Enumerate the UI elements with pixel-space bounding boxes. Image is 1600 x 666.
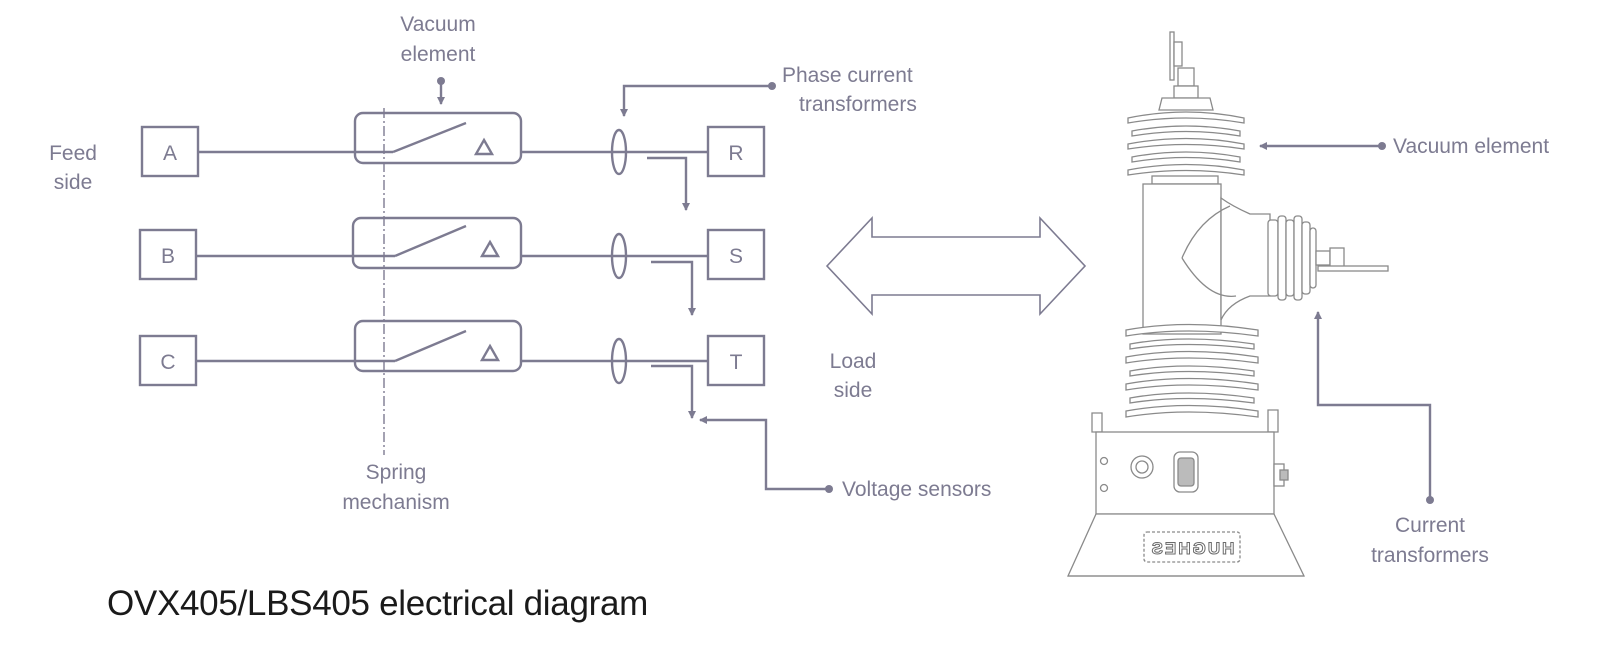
feed-terminal-b xyxy=(138,228,198,281)
feed-letter-c: C xyxy=(160,351,175,374)
voltage-sensor-lead-a xyxy=(647,156,690,211)
feed-letter-a: A xyxy=(163,142,177,165)
recloser-device-illustration xyxy=(1066,31,1389,577)
load-terminal-t xyxy=(706,334,766,387)
upper-insulator-sheds xyxy=(1127,111,1245,185)
vacuum-interrupter-a xyxy=(353,111,523,165)
voltage-sensors-pointer xyxy=(699,416,833,493)
current-transformers-pointer xyxy=(1314,311,1434,504)
load-side-label-line1: Load xyxy=(830,350,877,373)
vacuum-element-right-pointer xyxy=(1259,142,1386,150)
load-letter-r: R xyxy=(728,142,743,165)
switch-blade-c xyxy=(394,329,467,363)
switch-blade-b xyxy=(394,224,467,258)
voltage-sensor-lead-c xyxy=(651,364,696,419)
current-transformer-b xyxy=(610,232,628,280)
load-terminal-s xyxy=(706,228,766,281)
phase-row-a xyxy=(140,111,766,211)
load-letter-t: T xyxy=(730,351,743,374)
vacuum-interrupter-b xyxy=(351,216,523,270)
feed-letter-b: B xyxy=(161,245,175,268)
phase-row-b xyxy=(138,216,766,316)
spring-mechanism-label-line2: mechanism xyxy=(342,491,449,514)
switch-blade-a xyxy=(392,121,467,154)
voltage-sensor-lead-b xyxy=(651,260,696,316)
spring-mechanism-label-line1: Spring xyxy=(366,461,427,484)
voltage-sensors-label: Voltage sensors xyxy=(842,478,991,501)
diagram-caption: OVX405/LBS405 electrical diagram xyxy=(107,584,648,623)
phase-ct-label-line2: transformers xyxy=(799,93,917,116)
phase-ct-label-line1: Phase current xyxy=(782,64,913,87)
triangle-symbol-a xyxy=(473,137,495,156)
triangle-symbol-c xyxy=(479,343,501,362)
double-arrow-icon xyxy=(825,215,1087,317)
current-transformers-label-line1: Current xyxy=(1395,514,1465,537)
phase-ct-pointer xyxy=(620,82,776,117)
feed-side-label-line1: Feed xyxy=(49,142,97,165)
current-transformer-a xyxy=(610,128,628,176)
lower-insulator-sheds xyxy=(1125,323,1259,418)
vacuum-element-label-line2: element xyxy=(401,43,476,66)
device-brand-text: HUGHES xyxy=(1150,539,1235,558)
vacuum-element-pointer xyxy=(437,77,445,105)
vacuum-interrupter-c xyxy=(353,319,523,373)
vacuum-element-right-label: Vacuum element xyxy=(1393,135,1549,158)
load-side-label-line2: side xyxy=(834,379,873,402)
current-transformer-c xyxy=(610,337,628,385)
phase-row-c xyxy=(138,319,766,419)
load-letter-s: S xyxy=(729,245,743,268)
load-terminal-r xyxy=(706,125,766,178)
feed-side-label-line2: side xyxy=(54,171,93,194)
vacuum-element-label-line1: Vacuum xyxy=(400,13,475,36)
schematic xyxy=(138,77,833,493)
device-nameplate xyxy=(1143,531,1241,563)
right-pointers xyxy=(1259,142,1434,504)
current-transformers-label-line2: transformers xyxy=(1371,544,1489,567)
triangle-symbol-b xyxy=(479,239,501,258)
side-insulator-sheds xyxy=(1267,215,1317,301)
